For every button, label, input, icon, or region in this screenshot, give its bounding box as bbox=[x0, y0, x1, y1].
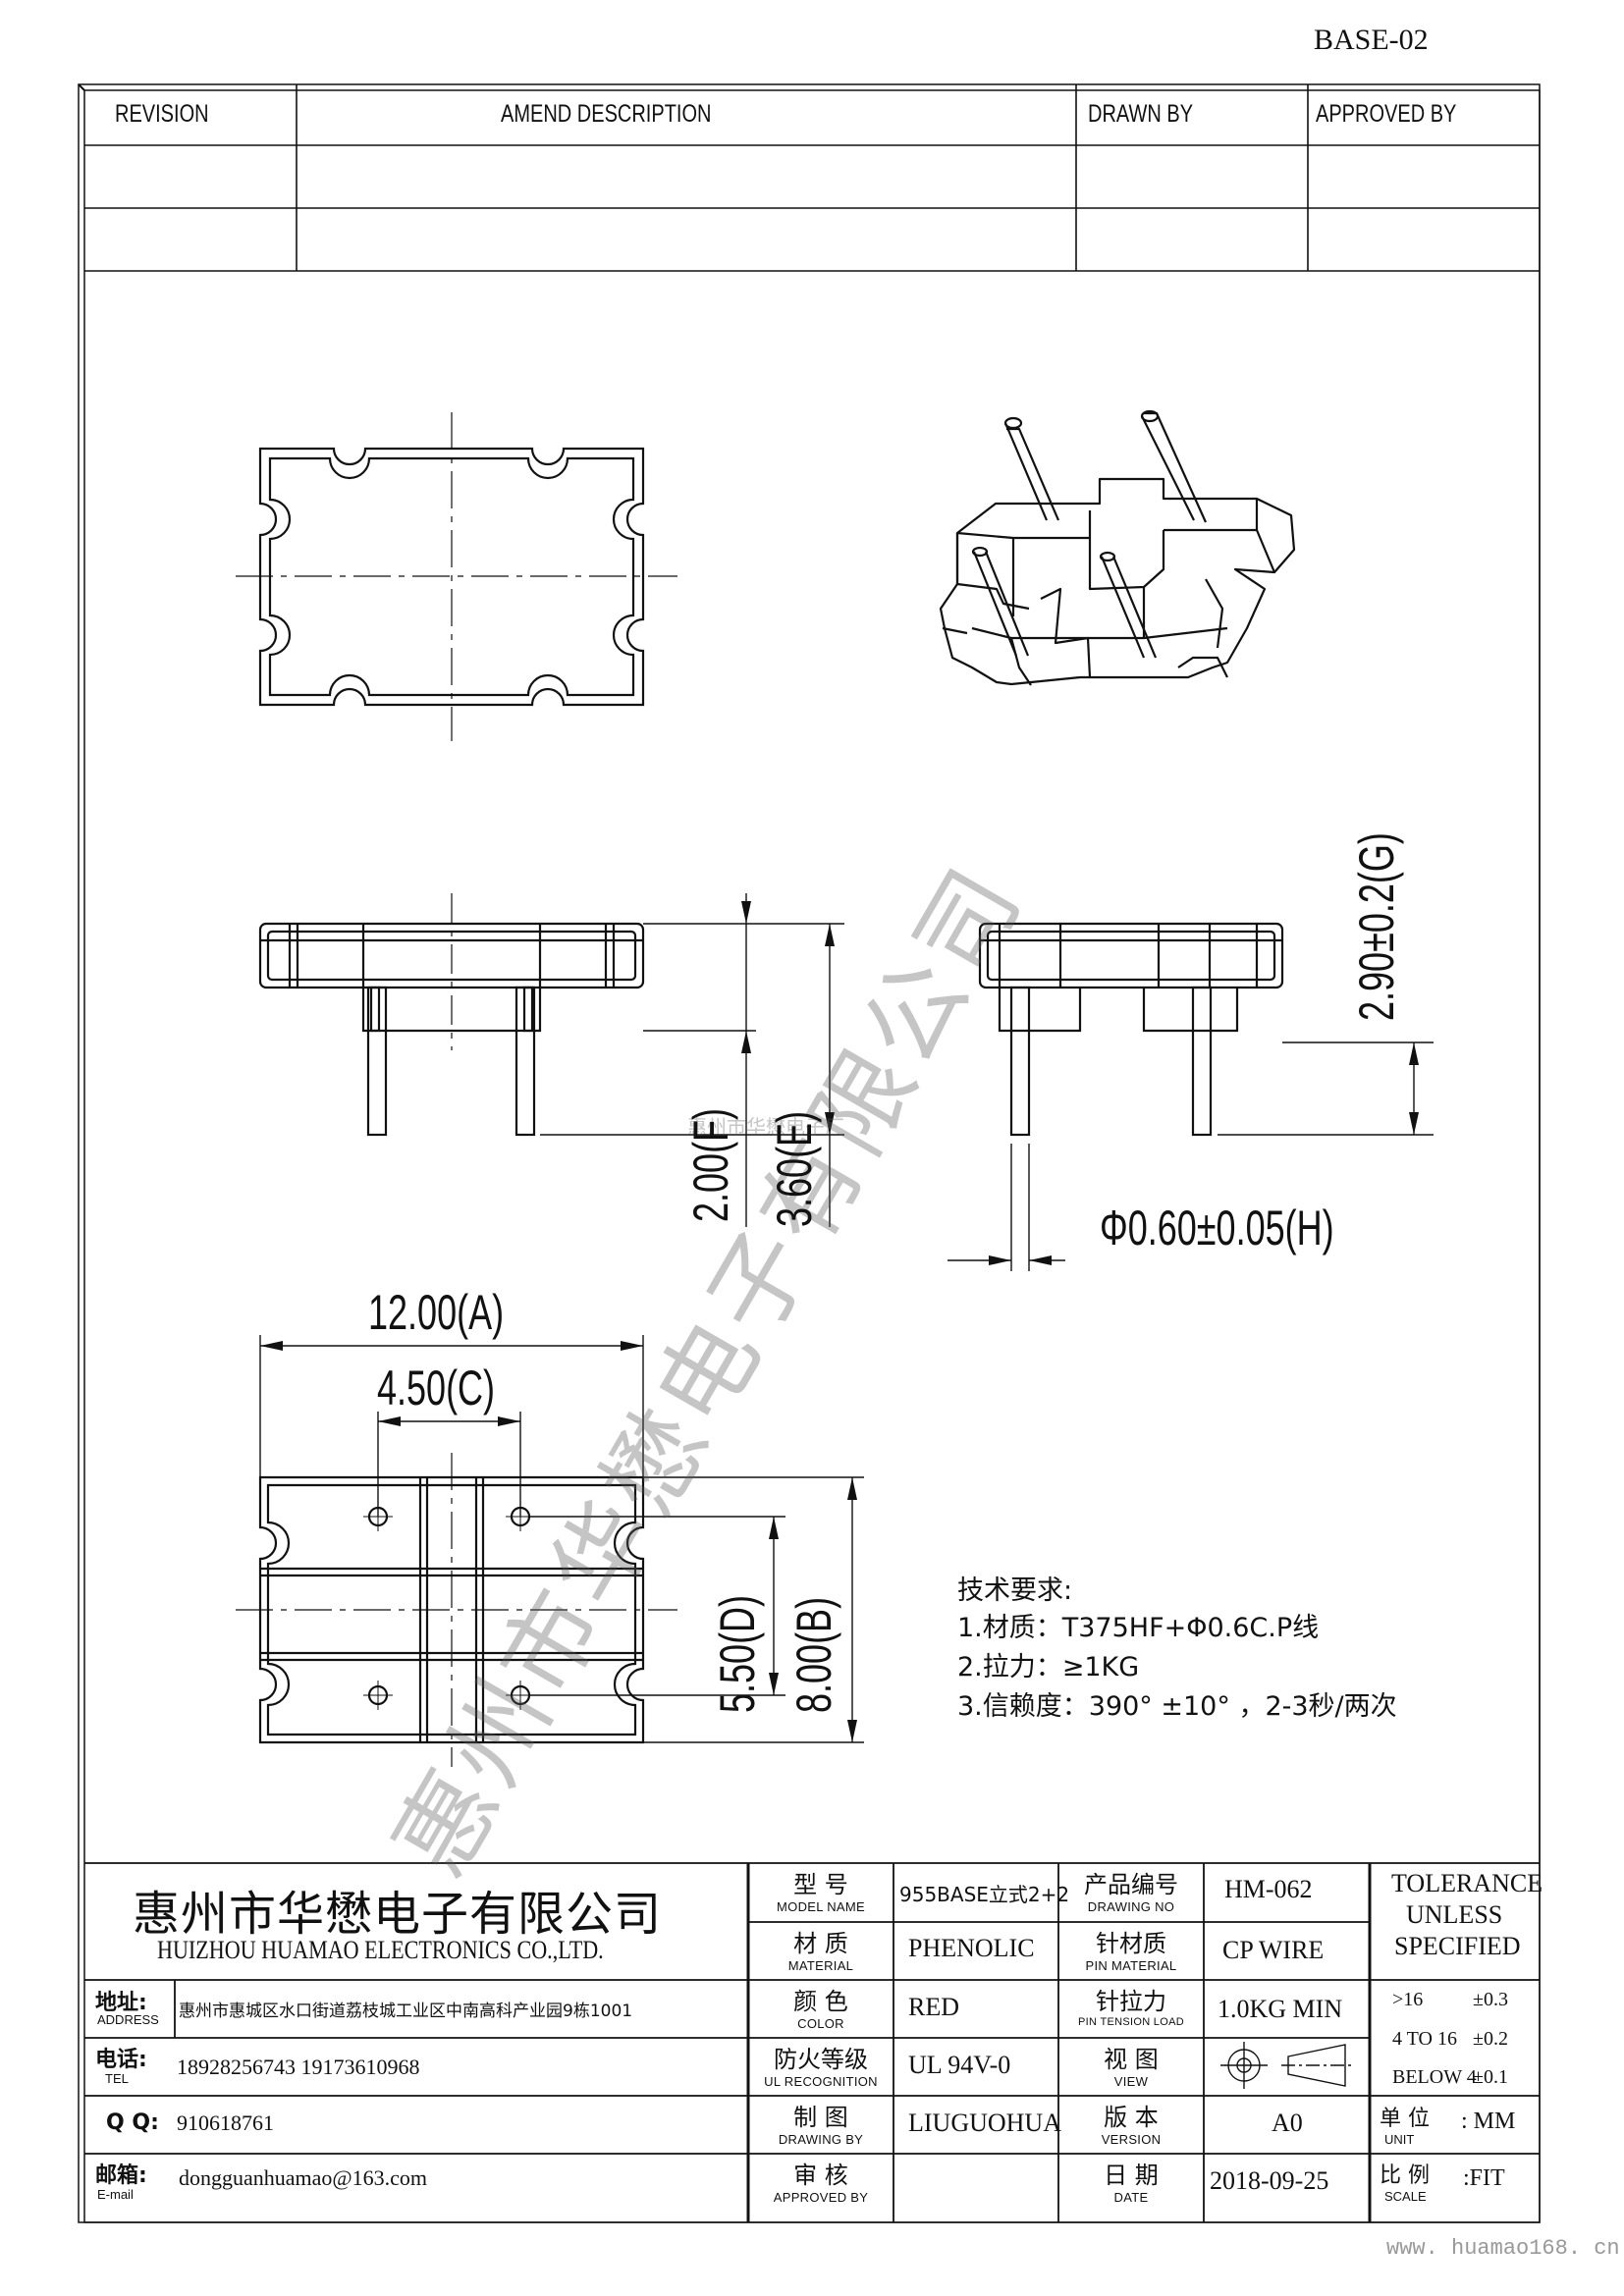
tolerance-title-line3: SPECIFIED bbox=[1394, 1932, 1521, 1960]
approved-by-header: APPROVED BY bbox=[1316, 100, 1457, 128]
version-label-en: VERSION bbox=[1101, 2132, 1162, 2147]
model-value: 955BASE立式2+2 bbox=[899, 1883, 1070, 1906]
dim-b-label: 8.00(B) bbox=[786, 1596, 841, 1713]
drawn-label-en: DRAWING BY bbox=[778, 2132, 864, 2147]
dim-g-label: 2.90±0.2(G) bbox=[1349, 832, 1404, 1021]
tolerance-value-1: ±0.3 bbox=[1473, 1989, 1508, 2010]
drawing-no-label-en: DRAWING NO bbox=[1087, 1899, 1175, 1914]
date-value: 2018-09-25 bbox=[1210, 2166, 1329, 2195]
material-value: PHENOLIC bbox=[908, 1934, 1035, 1962]
pin-load-label-cn: 针拉力 bbox=[1096, 1988, 1166, 2015]
dim-a-label: 12.00(A) bbox=[368, 1285, 505, 1340]
color-label-en: COLOR bbox=[797, 2016, 844, 2031]
date-label-en: DATE bbox=[1113, 2190, 1149, 2205]
unit-value: : MM bbox=[1461, 2109, 1516, 2134]
top-view-outline bbox=[258, 447, 645, 707]
tolerance-title-line1: TOLERANCE bbox=[1391, 1869, 1543, 1897]
address-label-cn: 地址: bbox=[95, 1991, 147, 2015]
revision-header: REVISION bbox=[115, 100, 209, 128]
scale-label-en: SCALE bbox=[1384, 2189, 1427, 2204]
drawn-by-header: DRAWN BY bbox=[1088, 100, 1194, 128]
company-tel: 18928256743 19173610968 bbox=[177, 2055, 420, 2079]
email-label-en: E-mail bbox=[97, 2187, 134, 2202]
company-name-cn: 惠州市华懋电子有限公司 bbox=[133, 1887, 663, 1942]
material-label-cn: 材 质 bbox=[793, 1930, 848, 1957]
tech-note-3: 3.信赖度：390° ±10° ，2-3秒/两次 bbox=[957, 1691, 1397, 1722]
dim-e-label: 3.60(E) bbox=[767, 1110, 822, 1227]
ul-label-en: UL RECOGNITION bbox=[764, 2074, 878, 2089]
approved-label-en: APPROVED BY bbox=[773, 2190, 869, 2205]
view-label-cn: 视 图 bbox=[1104, 2046, 1159, 2073]
ul-label-cn: 防火等级 bbox=[774, 2046, 868, 2073]
title-block-grid bbox=[84, 1862, 1540, 2222]
drawn-value: LIUGUOHUA bbox=[908, 2109, 1061, 2137]
tel-label-cn: 电话: bbox=[95, 2048, 147, 2072]
date-label-cn: 日 期 bbox=[1104, 2162, 1159, 2189]
front-view-dims bbox=[540, 893, 844, 1227]
version-label-cn: 版 本 bbox=[1104, 2104, 1159, 2131]
tech-note-1: 1.材质：T375HF+Φ0.6C.P线 bbox=[957, 1613, 1320, 1643]
bottom-view-dims bbox=[259, 1335, 864, 1743]
scale-label-cn: 比 例 bbox=[1380, 2163, 1430, 2188]
company-address: 惠州市惠城区水口街道荔枝城工业区中南高科产业园9栋1001 bbox=[179, 2002, 633, 2021]
dim-c-label: 4.50(C) bbox=[377, 1361, 496, 1415]
model-label-cn: 型 号 bbox=[793, 1871, 848, 1898]
drawing-no-value: HM-062 bbox=[1224, 1875, 1313, 1903]
pin-load-value: 1.0KG MIN bbox=[1218, 1995, 1343, 2023]
drawn-label-cn: 制 图 bbox=[793, 2104, 848, 2131]
color-value: RED bbox=[908, 1993, 959, 2021]
tolerance-title-line2: UNLESS bbox=[1406, 1900, 1503, 1929]
pin-material-value: CP WIRE bbox=[1222, 1936, 1325, 1964]
view-label-en: VIEW bbox=[1113, 2074, 1149, 2089]
side-view bbox=[978, 922, 1284, 1137]
dim-f-label: 2.00(F) bbox=[683, 1107, 738, 1222]
tolerance-range-2: 4 TO 16 bbox=[1392, 2028, 1457, 2050]
pin-material-label-cn: 针材质 bbox=[1096, 1930, 1166, 1957]
tolerance-value-2: ±0.2 bbox=[1473, 2028, 1508, 2050]
company-name-en: HUIZHOU HUAMAO ELECTRONICS CO.,LTD. bbox=[157, 1936, 604, 1964]
drawing-no-label-cn: 产品编号 bbox=[1084, 1871, 1178, 1898]
amend-description-header: AMEND DESCRIPTION bbox=[501, 100, 712, 128]
tech-note-2: 2.拉力：≥1KG bbox=[957, 1652, 1140, 1682]
color-label-cn: 颜 色 bbox=[793, 1988, 848, 2015]
footer-url: www. huamao168. cn bbox=[1386, 2236, 1620, 2261]
email-label-cn: 邮箱: bbox=[95, 2163, 147, 2188]
company-qq: 910618761 bbox=[177, 2110, 274, 2135]
ul-value: UL 94V-0 bbox=[908, 2051, 1011, 2079]
drawing-code: BASE-02 bbox=[1314, 24, 1429, 56]
address-label-en: ADDRESS bbox=[97, 2012, 159, 2027]
tech-notes-title: 技术要求: bbox=[957, 1575, 1073, 1606]
tolerance-value-3: ±0.1 bbox=[1473, 2066, 1508, 2088]
pin-material-label-en: PIN MATERIAL bbox=[1085, 1958, 1177, 1973]
version-value: A0 bbox=[1272, 2109, 1303, 2137]
dim-h-label: Φ0.60±0.05(H) bbox=[1100, 1201, 1334, 1255]
projection-symbol-icon bbox=[1220, 2042, 1353, 2089]
scale-value: :FIT bbox=[1463, 2165, 1505, 2191]
unit-label-en: UNIT bbox=[1384, 2132, 1415, 2147]
top-view-centerlines bbox=[236, 412, 677, 741]
tel-label-en: TEL bbox=[105, 2071, 129, 2086]
revision-table-grid bbox=[84, 84, 1540, 272]
material-label-en: MATERIAL bbox=[787, 1958, 854, 1973]
approved-label-cn: 审 核 bbox=[793, 2162, 848, 2189]
qq-label: Q Q: bbox=[106, 2110, 159, 2135]
isometric-view bbox=[939, 409, 1296, 686]
unit-label-cn: 单 位 bbox=[1380, 2107, 1430, 2131]
tolerance-range-1: >16 bbox=[1392, 1989, 1424, 2010]
tolerance-range-3: BELOW 4 bbox=[1392, 2066, 1477, 2088]
watermark-small-text: 惠州市华懋电子厂 bbox=[687, 1115, 844, 1139]
company-email: dongguanhuamao@163.com bbox=[179, 2165, 428, 2190]
dim-d-label: 5.50(D) bbox=[710, 1594, 765, 1713]
pin-load-label-en: PIN TENSION LOAD bbox=[1078, 2016, 1184, 2028]
model-label-en: MODEL NAME bbox=[777, 1899, 865, 1914]
